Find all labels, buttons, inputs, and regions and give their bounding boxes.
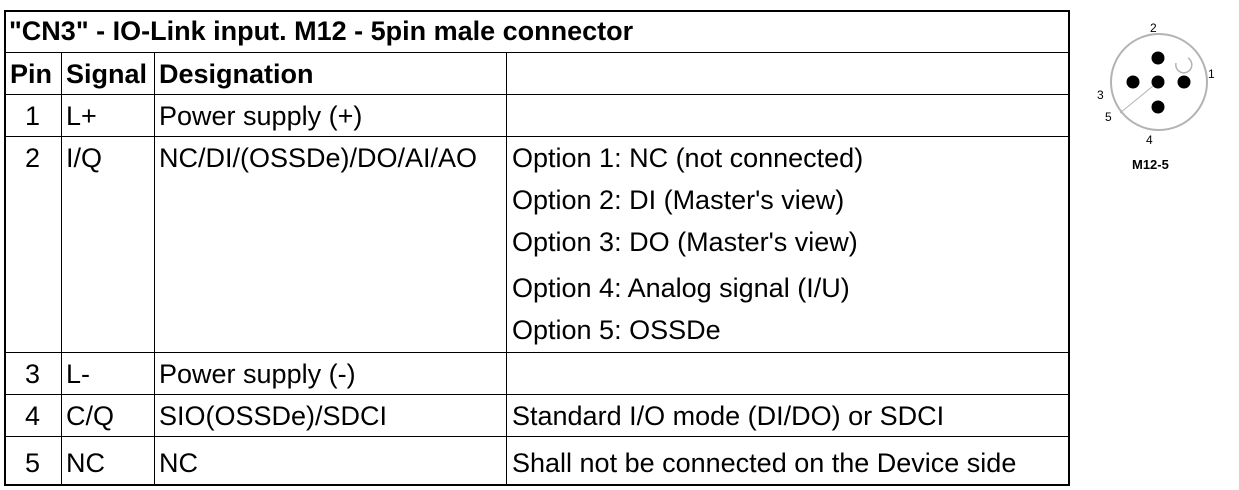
coding-notch (1175, 57, 1193, 74)
row-divider (4, 94, 1070, 95)
row-5-note: Shall not be connected on the Device sid… (512, 448, 1017, 478)
table-border-bottom (4, 484, 1070, 486)
pin-label-1: 1 (1208, 67, 1215, 81)
row-divider (4, 352, 1070, 353)
column-divider (61, 52, 62, 486)
connector-outline (1110, 33, 1208, 131)
pin-4-dot (1151, 100, 1165, 114)
pin-label-5: 5 (1105, 110, 1112, 124)
pin-5-leader (1119, 85, 1154, 114)
pinout-table: "CN3" - IO-Link input. M12 - 5pin male c… (4, 10, 1070, 486)
m12-connector-diagram: 2 1 3 5 4 M12-5 (1097, 21, 1215, 172)
header-designation: Designation (159, 59, 314, 89)
row-3-designation: Power supply (-) (159, 359, 356, 389)
row-2-option-2: Option 2: DI (Master's view) (512, 185, 845, 215)
row-divider (4, 52, 1070, 53)
row-4-designation: SIO(OSSDe)/SDCI (159, 401, 388, 431)
row-2-signal: I/Q (66, 143, 103, 173)
row-1-pin: 1 (24, 101, 41, 131)
header-signal: Signal (66, 59, 148, 89)
row-2-designation: NC/DI/(OSSDe)/DO/AI/AO (159, 143, 478, 173)
table-border-left (4, 10, 6, 486)
row-2-option-5: Option 5: OSSDe (512, 315, 721, 345)
table-border-top (4, 10, 1070, 12)
pin-5-dot (1151, 75, 1165, 89)
table-title: "CN3" - IO-Link input. M12 - 5pin male c… (9, 16, 634, 46)
row-4-pin: 4 (24, 401, 41, 431)
row-divider (4, 436, 1070, 437)
connector-label: M12-5 (1132, 157, 1169, 172)
row-5-pin: 5 (24, 448, 41, 478)
row-3-pin: 3 (24, 359, 41, 389)
column-divider (506, 52, 507, 486)
row-2-option-3: Option 3: DO (Master's view) (512, 227, 858, 257)
pin-2-dot (1151, 51, 1165, 65)
row-3-signal: L- (66, 359, 91, 389)
pin-1-dot (1177, 75, 1191, 89)
pin-label-3: 3 (1097, 88, 1104, 102)
row-divider (4, 136, 1070, 137)
row-5-designation: NC (159, 448, 198, 478)
row-divider (4, 394, 1070, 395)
row-1-designation: Power supply (+) (159, 101, 363, 131)
row-5-signal: NC (66, 448, 105, 478)
table-border-right (1068, 10, 1070, 486)
row-2-option-1: Option 1: NC (not connected) (512, 143, 864, 173)
pin-label-4: 4 (1146, 133, 1153, 147)
pin-label-2: 2 (1150, 21, 1157, 35)
row-2-option-4: Option 4: Analog signal (I/U) (512, 273, 850, 303)
pin-3-dot (1126, 75, 1140, 89)
header-pin: Pin (10, 59, 53, 89)
row-4-signal: C/Q (66, 401, 115, 431)
row-2-pin: 2 (24, 143, 41, 173)
row-1-signal: L+ (66, 101, 97, 131)
column-divider (154, 52, 155, 486)
row-4-note: Standard I/O mode (DI/DO) or SDCI (512, 401, 945, 431)
